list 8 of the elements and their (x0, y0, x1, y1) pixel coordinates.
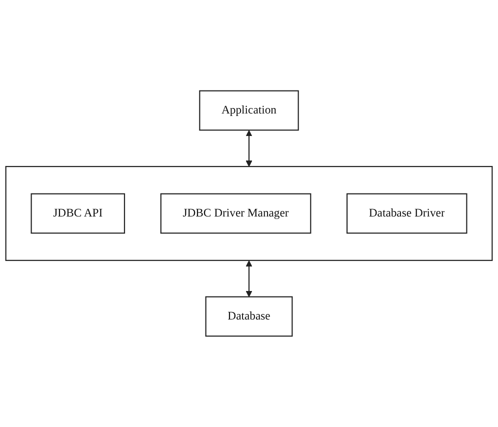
arrow (246, 130, 252, 167)
node-box: JDBC Driver Manager (160, 193, 312, 234)
node-box: Database (205, 296, 293, 337)
node-box: Database Driver (346, 193, 468, 234)
arrow (246, 260, 252, 298)
node-box: JDBC API (30, 193, 126, 234)
cluster (5, 166, 493, 261)
node-box: Application (199, 90, 299, 131)
